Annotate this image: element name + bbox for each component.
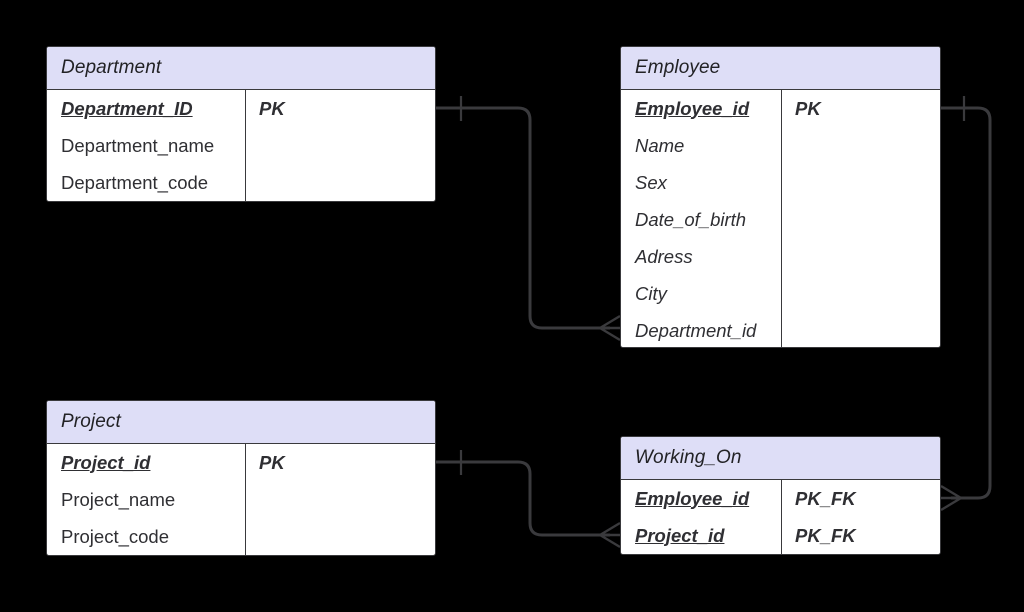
key-column: PK <box>245 444 435 481</box>
attribute-row[interactable]: Department_code <box>61 171 209 193</box>
attribute-row[interactable]: Name <box>635 134 685 156</box>
column-divider <box>781 480 782 554</box>
key-tag: PK_FK <box>795 524 856 546</box>
column-divider <box>245 444 246 555</box>
attribute-row[interactable]: Department_name <box>61 134 215 156</box>
attribute-row[interactable]: Project_name <box>61 488 176 510</box>
entity-employee[interactable]: Employee Employee_id Name Sex Date_of_bi… <box>620 46 941 348</box>
entity-title-project: Project <box>61 411 121 432</box>
entity-title-employee: Employee <box>635 57 721 78</box>
key-column: PK_FK PK_FK <box>781 480 940 554</box>
attribute-row[interactable]: Project_code <box>61 525 169 547</box>
attribute-column: Employee_id Project_id <box>621 480 781 554</box>
entity-department[interactable]: Department Department_ID Department_name… <box>46 46 436 202</box>
entity-body-project: Project_id Project_name Project_code PK <box>47 444 435 555</box>
attribute-row[interactable]: City <box>635 282 667 304</box>
entity-header-employee: Employee <box>621 47 940 90</box>
connector-project-workingon <box>436 450 621 549</box>
attribute-row[interactable]: Department_ID <box>61 97 193 119</box>
entity-project[interactable]: Project Project_id Project_name Project_… <box>46 400 436 556</box>
attribute-row[interactable]: Project_id <box>61 451 151 473</box>
attribute-row[interactable]: Department_id <box>635 319 757 341</box>
attribute-row[interactable]: Sex <box>635 171 667 193</box>
attribute-row[interactable]: Employee_id <box>635 487 750 509</box>
key-tag: PK <box>259 97 285 119</box>
entity-header-working-on: Working_On <box>621 437 940 480</box>
key-tag: PK <box>259 451 285 473</box>
attribute-column: Project_id Project_name Project_code <box>47 444 245 555</box>
entity-title-working-on: Working_On <box>635 447 742 468</box>
attribute-column: Department_ID Department_name Department… <box>47 90 245 201</box>
attribute-row[interactable]: Project_id <box>635 524 725 546</box>
cardinality-many-marker <box>599 314 621 342</box>
column-divider <box>781 90 782 347</box>
entity-body-employee: Employee_id Name Sex Date_of_birth Adres… <box>621 90 940 347</box>
key-column: PK <box>781 90 940 127</box>
cardinality-many-marker <box>599 521 621 549</box>
entity-title-department: Department <box>61 57 162 78</box>
connector-employee-workingon <box>940 96 992 512</box>
attribute-row[interactable]: Date_of_birth <box>635 208 747 230</box>
key-tag: PK <box>795 97 821 119</box>
entity-body-department: Department_ID Department_name Department… <box>47 90 435 201</box>
key-column: PK <box>245 90 435 127</box>
cardinality-many-marker <box>940 484 962 512</box>
attribute-row[interactable]: Adress <box>635 245 693 267</box>
entity-body-working-on: Employee_id Project_id PK_FK PK_FK <box>621 480 940 554</box>
key-tag: PK_FK <box>795 487 856 509</box>
entity-working-on[interactable]: Working_On Employee_id Project_id PK_FK … <box>620 436 941 555</box>
entity-header-project: Project <box>47 401 435 444</box>
column-divider <box>245 90 246 201</box>
connector-department-employee <box>436 96 621 342</box>
attribute-row[interactable]: Employee_id <box>635 97 750 119</box>
entity-header-department: Department <box>47 47 435 90</box>
attribute-column: Employee_id Name Sex Date_of_birth Adres… <box>621 90 781 347</box>
